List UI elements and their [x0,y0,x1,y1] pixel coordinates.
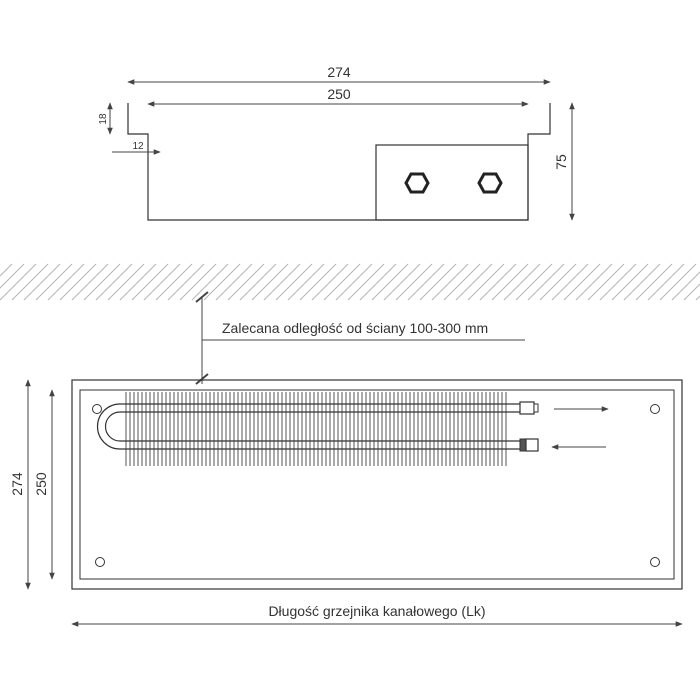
length-label: Długość grzejnika kanałowego (Lk) [268,603,485,619]
wall-distance-label: Zalecana odległość od ściany 100-300 mm [222,320,488,336]
heat-exchanger-pipes [96,403,520,450]
valve-nut-left-icon [404,172,430,194]
valve-nut-right-icon [477,172,503,194]
mounting-hole-top-left [92,404,102,414]
return-connector-icon [519,438,539,452]
inner-width-label: 250 [327,86,351,102]
wall-distance-annotation: Zalecana odległość od ściany 100-300 mm [195,291,525,385]
housing-inner-frame [79,389,675,580]
supply-connector-icon [519,401,539,415]
heater-block [375,144,529,221]
housing-outer-frame [71,379,683,590]
flange-width-label: 12 [132,141,144,152]
mounting-hole-top-right [650,404,660,414]
mounting-hole-bottom-left [95,557,105,567]
plan-outer-width-label: 274 [9,472,25,496]
wall-hatching [0,263,700,301]
plan-view: 274 250 Długość grzejnika kanałowego (Lk… [9,379,683,627]
housing-profile [127,103,551,221]
depth-label: 75 [553,154,569,170]
cross-section-view: 274 250 18 12 75 [98,64,575,221]
flange-height-label: 18 [98,113,109,125]
plan-inner-width-label: 250 [33,472,49,496]
heat-exchanger-fins [125,392,507,466]
mounting-hole-bottom-right [650,557,660,567]
outer-width-label: 274 [327,64,351,80]
